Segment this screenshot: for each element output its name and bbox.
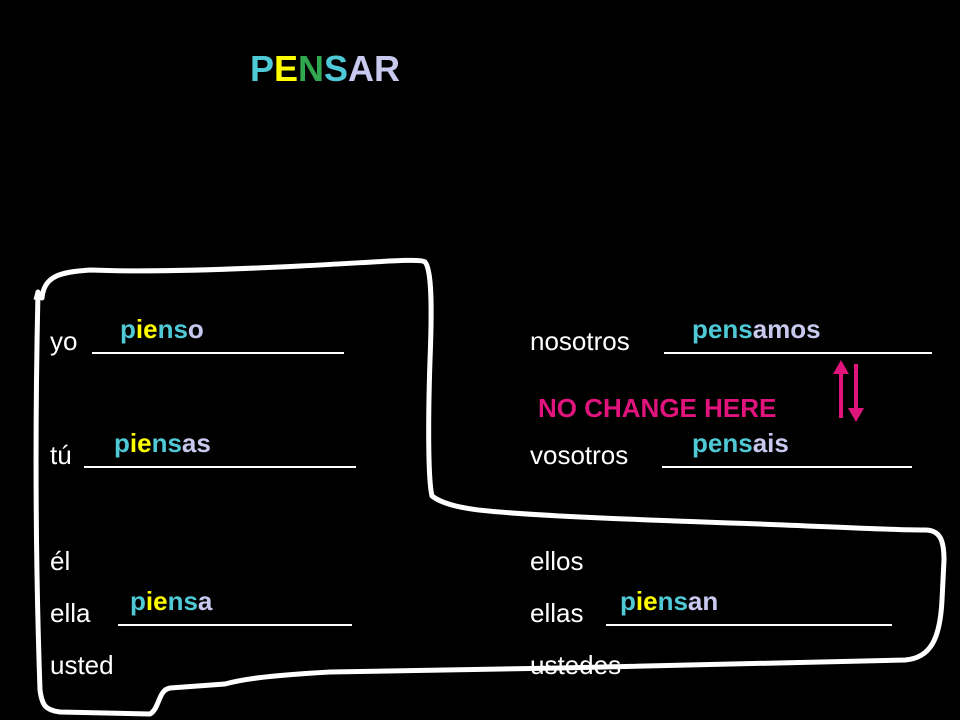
- answer-vosotros-end: ais: [752, 428, 789, 458]
- answer-vosotros-stem: pens: [692, 428, 753, 458]
- subject-ustedes: ustedes: [530, 650, 622, 680]
- blank-line-nosotros: [664, 352, 932, 354]
- answer-yo-end: o: [187, 314, 204, 344]
- answer-tu-end: as: [181, 428, 211, 458]
- answer-ellas-ns: ns: [657, 586, 688, 616]
- answer-yo-ie: ie: [135, 314, 158, 344]
- answer-nosotros-stem: pens: [692, 314, 753, 344]
- blank-line-ellas: [606, 624, 892, 626]
- subject-ella: ella: [50, 598, 91, 628]
- answer-tu-ie: ie: [129, 428, 152, 458]
- blank-line-ella: [118, 624, 352, 626]
- answer-ellas-end: an: [687, 586, 719, 616]
- title-s: S: [324, 48, 349, 89]
- subject-usted: usted: [50, 650, 114, 680]
- answer-nosotros: pensamos: [692, 314, 821, 345]
- blank-line-tu: [84, 466, 356, 468]
- no-change-note: NO CHANGE HERE: [538, 393, 777, 423]
- subject-ellos: ellos: [530, 546, 584, 576]
- answer-yo-p: p: [120, 314, 136, 344]
- answer-ella: piensa: [130, 586, 212, 617]
- blank-line-yo: [92, 352, 344, 354]
- title-e: E: [274, 48, 299, 89]
- title-n: N: [298, 48, 325, 89]
- subject-vosotros: vosotros: [530, 440, 629, 470]
- up-arrow-icon: [833, 360, 849, 418]
- title-p: P: [250, 48, 275, 89]
- answer-ellas-p: p: [620, 586, 636, 616]
- answer-ella-ie: ie: [145, 586, 168, 616]
- down-arrow-icon: [848, 364, 864, 422]
- subject-yo: yo: [50, 326, 78, 356]
- subject-ellas: ellas: [530, 598, 584, 628]
- answer-ellas-ie: ie: [635, 586, 658, 616]
- answer-ellas: piensan: [620, 586, 718, 617]
- answer-yo: pienso: [120, 314, 204, 345]
- answer-tu-ns: ns: [151, 428, 182, 458]
- blank-line-vosotros: [662, 466, 912, 468]
- answer-ella-p: p: [130, 586, 146, 616]
- subject-tu: tú: [50, 440, 72, 470]
- answer-nosotros-end: amos: [752, 314, 821, 344]
- answer-ella-ns: ns: [167, 586, 198, 616]
- outline-shape: [33, 257, 947, 717]
- outline-tick: [33, 291, 41, 301]
- subject-el: él: [50, 546, 71, 576]
- page-title: PENSAR: [250, 48, 400, 90]
- answer-vosotros: pensais: [692, 428, 789, 459]
- answer-yo-ns: ns: [157, 314, 188, 344]
- subject-nosotros: nosotros: [530, 326, 630, 356]
- answer-tu-p: p: [114, 428, 130, 458]
- title-ar: AR: [348, 48, 401, 89]
- answer-tu: piensas: [114, 428, 211, 459]
- answer-ella-end: a: [197, 586, 213, 616]
